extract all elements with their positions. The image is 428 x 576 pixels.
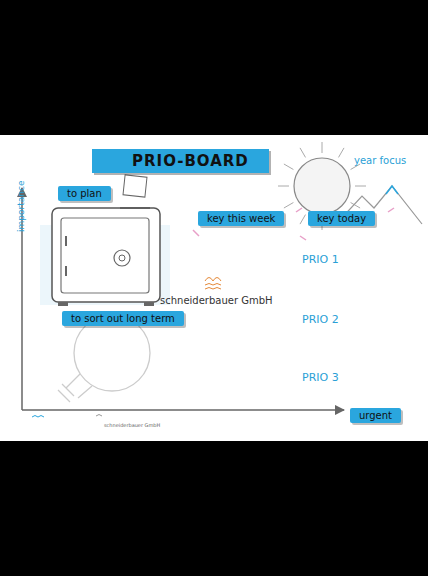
label-box: PRIO 3 <box>302 367 339 385</box>
label-band: key today <box>308 211 375 226</box>
band-text: to plan <box>67 188 102 199</box>
band-text: to sort out long term <box>71 313 175 324</box>
label-band: key this week <box>198 211 284 226</box>
label-band: to plan <box>58 186 111 201</box>
label-box: PRIO 1 <box>302 249 339 267</box>
focus-label: year focus <box>354 155 406 166</box>
priority-label: PRIO 1 <box>302 253 339 266</box>
label-box: year focus <box>354 150 406 168</box>
label-box: schneiderbauer GmbH <box>104 413 160 431</box>
priority-label: PRIO 3 <box>302 371 339 384</box>
board-title: PRIO-BOARD <box>132 152 249 170</box>
footer-text: schneiderbauer GmbH <box>104 422 160 428</box>
label-box: PRIO 2 <box>302 309 339 327</box>
label-band: to sort out long term <box>62 311 184 326</box>
watermark: schneiderbauer GmbH <box>160 295 273 306</box>
band-text: key today <box>317 213 366 224</box>
axis-label: importance <box>16 181 26 232</box>
label-box: schneiderbauer GmbH <box>160 290 273 308</box>
label-band: urgent <box>350 408 401 423</box>
band-text: key this week <box>207 213 275 224</box>
priority-label: PRIO 2 <box>302 313 339 326</box>
band-text: urgent <box>359 410 392 421</box>
title-band: PRIO-BOARD <box>92 149 269 173</box>
label-box: importance <box>10 181 28 232</box>
